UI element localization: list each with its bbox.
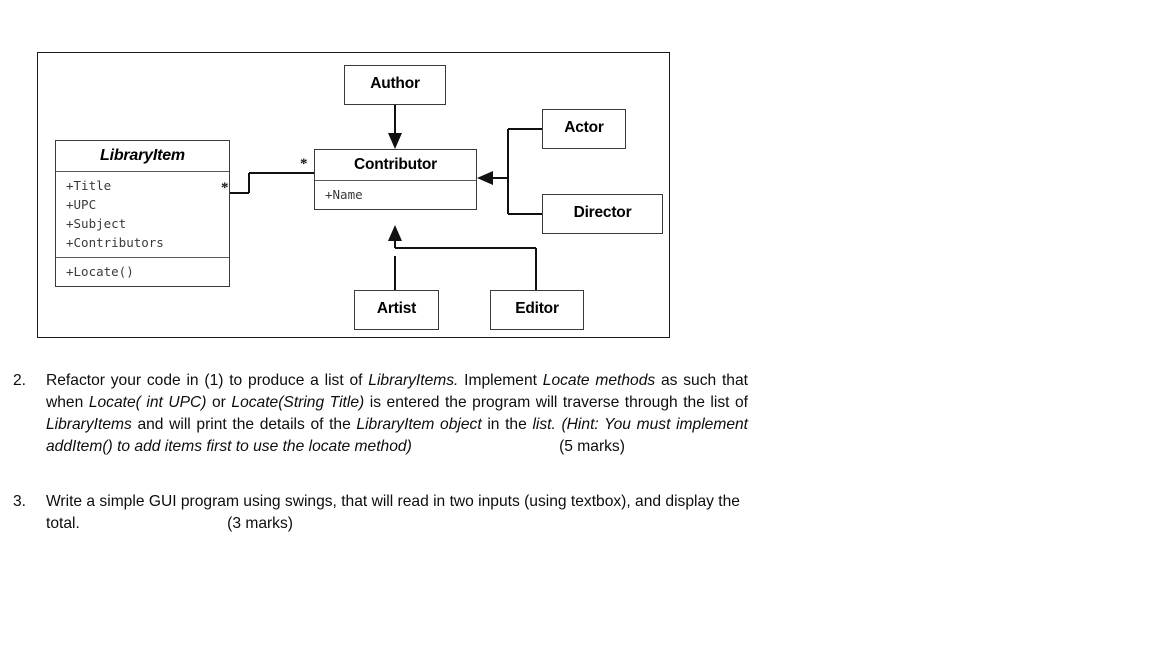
question-marks: (5 marks) (559, 438, 625, 456)
question-text-segment: or (206, 394, 232, 412)
question-marker-3: 3. (13, 492, 27, 510)
class-name-libraryitem: LibraryItem (100, 147, 185, 164)
question-marker-2: 2. (13, 372, 27, 389)
multiplicity-libraryitem-end: * (221, 180, 229, 196)
question-text-segment: Implement (458, 372, 543, 389)
uml-connectors (230, 105, 542, 290)
uml-class-contributor: Contributor +Name (314, 149, 477, 210)
uml-class-director: Director (542, 194, 663, 234)
question-spacer (0, 459, 1152, 491)
marks-spacer (412, 438, 559, 455)
question-text-segment: list. (Hint: You must implement addItem(… (46, 416, 748, 456)
question-item-2: 2. Refactor your code in (1) to produce … (0, 370, 1152, 459)
question-text-segment: LibraryItems. (368, 372, 459, 389)
question-text-segment: Locate(String Title) (231, 394, 370, 412)
class-attributes-contributor: +Name (315, 179, 476, 209)
question-marks: (3 marks) (227, 514, 293, 532)
question-text-segment: LibraryItems (46, 416, 132, 434)
class-name-artist: Artist (376, 300, 417, 317)
class-name-actor: Actor (564, 119, 604, 136)
question-body-3: Write a simple GUI program using swings,… (46, 491, 748, 535)
question-text-segment: as such that when (46, 372, 748, 412)
question-text-segment: is entered the program will traverse thr… (369, 394, 748, 412)
multiplicity-contributor-end: * (300, 156, 308, 172)
uml-class-diagram-figure: LibraryItem +Title +UPC +Subject +Contri… (37, 52, 670, 338)
class-name-author: Author (370, 75, 420, 92)
question-item-3: 3. Write a simple GUI program using swin… (0, 491, 1152, 535)
arrowhead-actor-director (477, 171, 493, 185)
question-text-segment: Locate methods (542, 372, 656, 389)
question-text-segment: LibraryItem object (356, 416, 482, 434)
uml-class-actor: Actor (542, 109, 626, 149)
question-text-segment: Locate( int UPC) (88, 394, 207, 412)
uml-class-artist: Artist (354, 290, 439, 330)
class-name-director: Director (573, 204, 632, 221)
class-name-contributor: Contributor (353, 156, 438, 173)
questions-list: 2. Refactor your code in (1) to produce … (0, 370, 1152, 535)
question-text-segment: Write a simple GUI program using swings,… (46, 492, 740, 532)
arrowhead-author (388, 133, 402, 149)
arrowhead-artist-editor (388, 225, 402, 241)
uml-class-libraryitem: LibraryItem +Title +UPC +Subject +Contri… (55, 140, 230, 287)
question-body-2: Refactor your code in (1) to produce a l… (46, 370, 748, 459)
uml-class-author: Author (344, 65, 446, 105)
marks-spacer (80, 515, 227, 532)
question-text-segment: Refactor your code in (1) to produce a l… (46, 372, 369, 389)
question-text-segment: and will print the details of the (131, 416, 357, 434)
class-operations-libraryitem: +Locate() (56, 257, 229, 286)
class-name-editor: Editor (515, 300, 559, 317)
question-text-segment: in the (481, 416, 533, 434)
uml-class-editor: Editor (490, 290, 584, 330)
class-attributes-libraryitem: +Title +UPC +Subject +Contributors (56, 171, 229, 257)
